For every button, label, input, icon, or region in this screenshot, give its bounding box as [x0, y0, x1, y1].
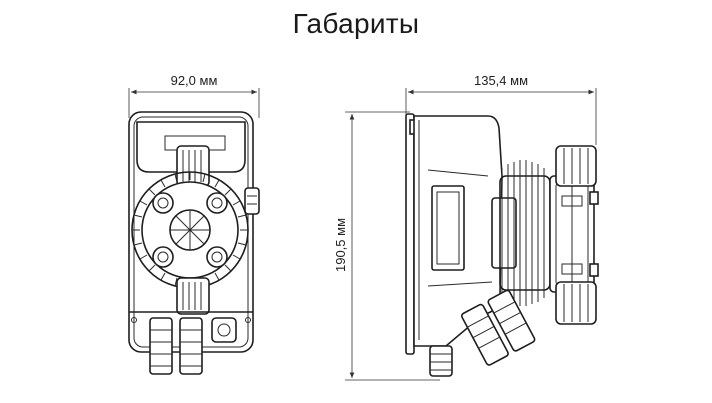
side-depth-dimension: 135,4 мм — [405, 73, 597, 145]
front-width-label: 92,0 мм — [171, 73, 218, 88]
front-view: 92,0 мм — [128, 73, 260, 375]
side-depth-label: 135,4 мм — [474, 73, 528, 88]
front-width-dimension: 92,0 мм — [128, 73, 260, 118]
side-view: 135,4 мм 190,5 мм — [333, 73, 599, 381]
height-dimension: 190,5 мм — [333, 111, 440, 381]
height-label: 190,5 мм — [333, 218, 348, 272]
page-title: Габариты — [292, 8, 420, 39]
